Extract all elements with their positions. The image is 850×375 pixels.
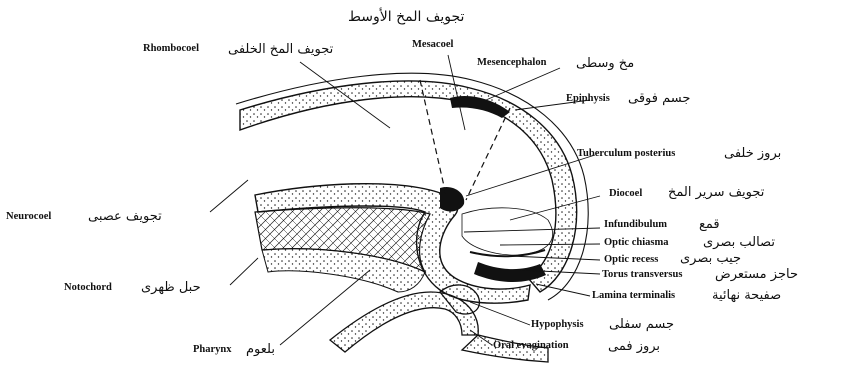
label-notochord-ar: حبل ظهرى: [141, 281, 201, 294]
label-optic-recess-ar: جيب بصرى: [680, 252, 741, 265]
label-tuberculum-ar: بروز خلفى: [724, 147, 781, 160]
label-torus-ar: حاجز مستعرض: [715, 268, 798, 281]
label-mesacoel-en: Mesacoel: [412, 40, 453, 51]
diagram-title: تجويف المخ الأوسط: [348, 10, 464, 24]
label-pharynx-ar: بلعوم: [246, 343, 275, 356]
label-neurocoel-en: Neurocoel: [6, 212, 51, 223]
label-lamina-ar: صفيحة نهائية: [712, 289, 781, 302]
label-infundibulum-en: Infundibulum: [604, 220, 667, 231]
label-mesencephalon-ar: مخ وسطى: [576, 57, 634, 70]
label-diocoel-ar: تجويف سرير المخ: [668, 186, 764, 199]
label-notochord-en: Notochord: [64, 283, 112, 294]
label-optic-chiasma-ar: تصالب بصرى: [703, 236, 775, 249]
label-rhombocoel-ar: تجويف المخ الخلفى: [228, 43, 333, 56]
label-neurocoel-ar: تجويف عصبى: [88, 210, 162, 223]
label-mesencephalon-en: Mesencephalon: [477, 58, 546, 69]
label-oral-en: Oral evagination: [493, 341, 569, 352]
label-epiphysis-en: Epiphysis: [566, 94, 610, 105]
optic-recess-line: [470, 250, 545, 256]
tuberculum-knob: [440, 187, 464, 212]
label-optic-chiasma-en: Optic chiasma: [604, 238, 668, 249]
label-tuberculum-en: Tuberculum posterius: [577, 149, 675, 160]
label-lamina-en: Lamina terminalis: [592, 291, 675, 302]
label-hypophysis-en: Hypophysis: [531, 320, 584, 331]
label-infundibulum-ar: قمع: [699, 218, 720, 231]
label-torus-en: Torus transversus: [602, 270, 682, 281]
label-diocoel-en: Diocoel: [609, 189, 642, 200]
label-rhombocoel-en: Rhombocoel: [143, 44, 199, 55]
pharynx-wall: [330, 292, 478, 352]
label-hypophysis-ar: جسم سفلى: [609, 318, 674, 331]
label-epiphysis-ar: جسم فوقى: [628, 92, 690, 105]
label-pharynx-en: Pharynx: [193, 345, 232, 356]
label-oral-ar: بروز فمى: [608, 340, 660, 353]
label-optic-recess-en: Optic recess: [604, 255, 658, 266]
